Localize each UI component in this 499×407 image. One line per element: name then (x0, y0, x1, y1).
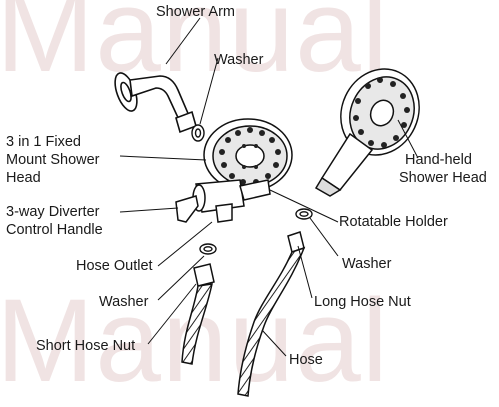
label-short-hose-nut: Short Hose Nut (36, 336, 135, 356)
label-rotatable-holder: Rotatable Holder (339, 212, 448, 232)
long-hose-part (238, 232, 304, 396)
label-diverter-line2: Control Handle (6, 220, 103, 240)
washer-left-part (200, 244, 216, 254)
label-washer-left: Washer (99, 292, 148, 312)
fixed-shower-head-part (204, 119, 292, 191)
washer-top-part (192, 125, 204, 141)
label-fixed-head-line3: Head (6, 168, 41, 188)
label-fixed-head-line1: 3 in 1 Fixed (6, 132, 81, 152)
label-fixed-head-line2: Mount Shower (6, 150, 100, 170)
label-hose: Hose (289, 350, 323, 370)
label-washer-top: Washer (214, 50, 263, 70)
label-hand-held-line2: Shower Head (399, 168, 487, 188)
label-washer-right: Washer (342, 254, 391, 274)
label-shower-arm: Shower Arm (156, 2, 235, 22)
label-diverter-line1: 3-way Diverter (6, 202, 99, 222)
label-hand-held-line1: Hand-held (405, 150, 472, 170)
shower-arm-part (111, 70, 196, 132)
label-long-hose-nut: Long Hose Nut (314, 292, 411, 312)
diverter-part (176, 180, 270, 222)
short-hose-part (182, 264, 214, 364)
washer-right-part (296, 209, 312, 219)
label-hose-outlet: Hose Outlet (76, 256, 153, 276)
